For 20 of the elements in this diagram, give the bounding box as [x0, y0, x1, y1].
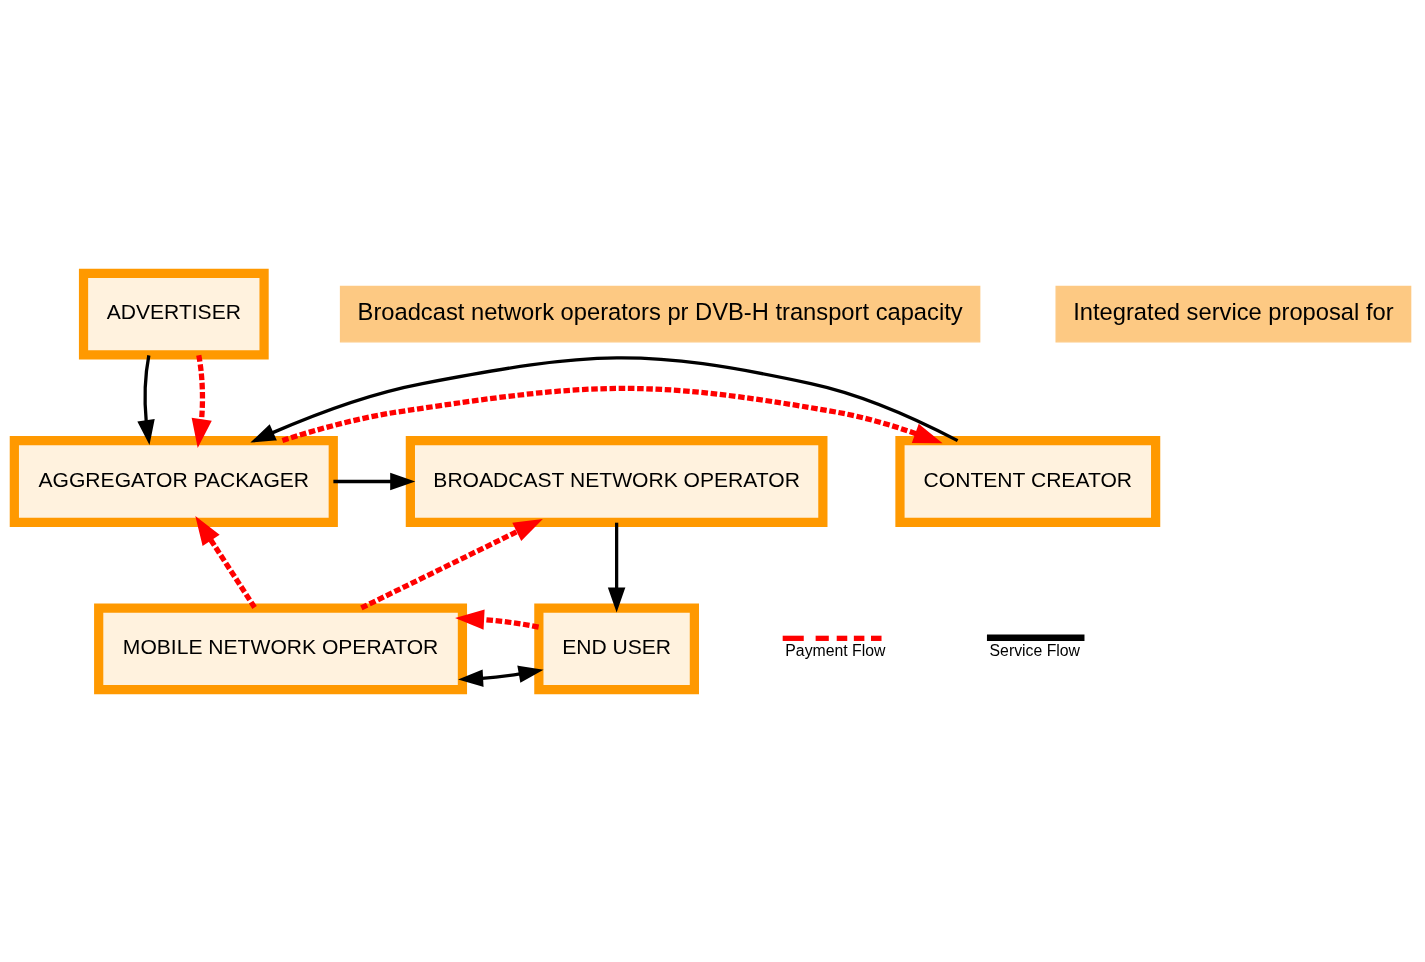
node-box: BROADCAST NETWORK OPERATOR: [405, 435, 828, 527]
arrow: [137, 354, 155, 445]
label: Broadcast network operators pr DVB-H transport capacity: [357, 298, 963, 325]
arrow: [455, 608, 540, 630]
node-box: ADVERTISER: [78, 268, 269, 360]
legend-label: Service Flow: [989, 641, 1081, 659]
arrow: [281, 385, 943, 443]
arrow: [333, 472, 416, 490]
arrow: [250, 355, 959, 443]
label: Integrated service proposal for: [1073, 298, 1394, 325]
arrow: [607, 522, 626, 612]
arrow: [360, 518, 543, 610]
arrow: [191, 354, 212, 448]
node-box: MOBILE NETWORK OPERATOR: [94, 602, 468, 694]
arrow: [458, 665, 544, 687]
legend-label: Payment Flow: [785, 641, 886, 659]
arrow: [195, 515, 257, 609]
node-box: CONTENT CREATOR: [895, 435, 1161, 527]
node-box: END USER: [534, 602, 699, 694]
node-box: AGGREGATOR PACKAGER: [9, 435, 338, 527]
